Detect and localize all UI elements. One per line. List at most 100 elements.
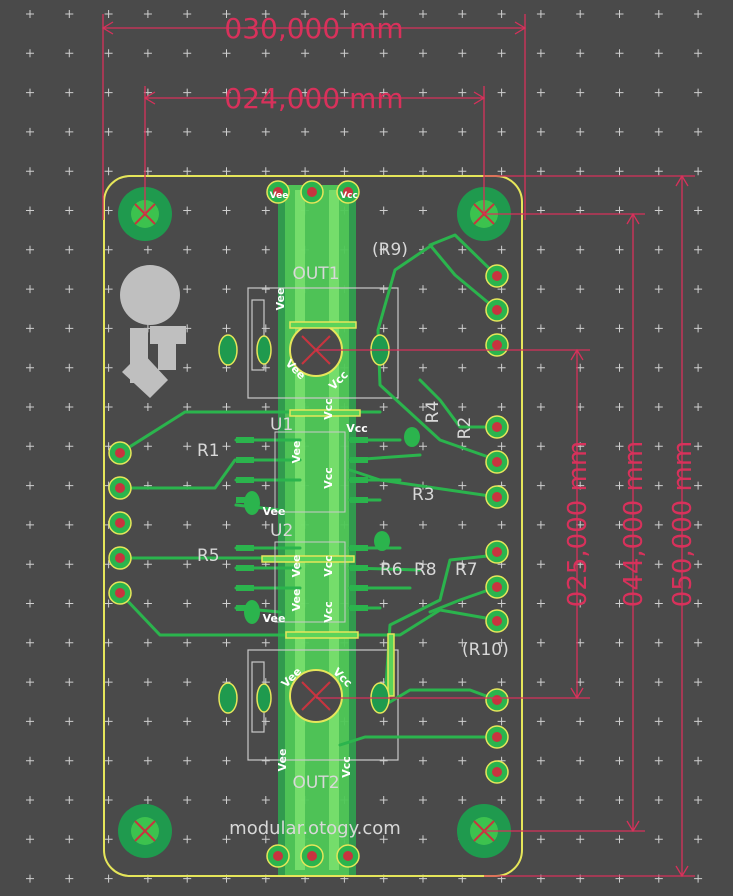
grid-cross <box>26 481 34 490</box>
grid-cross <box>536 638 545 647</box>
grid-cross <box>497 442 506 451</box>
grid-cross <box>458 403 467 411</box>
connector-pin-right <box>485 688 509 712</box>
grid-cross <box>104 285 113 294</box>
grid-cross <box>26 403 34 411</box>
grid-cross <box>694 127 703 136</box>
grid-cross <box>222 167 231 176</box>
grid-cross <box>183 245 192 254</box>
connector-pin-right <box>485 333 509 357</box>
grid-cross <box>615 835 624 844</box>
label-u1: U1 <box>270 415 293 435</box>
grid-cross <box>497 638 506 647</box>
grid-cross <box>419 835 427 844</box>
grid-cross <box>654 835 663 844</box>
grid-cross <box>654 403 663 411</box>
grid-cross <box>536 560 545 569</box>
grid-cross <box>26 245 34 254</box>
grid-cross <box>143 49 152 58</box>
grid-cross <box>183 363 192 372</box>
grid-cross <box>261 10 270 18</box>
silkscreen-labels: OUT1 OUT2 U1 U2 R1 R2 R3 R4 R5 R6 R8 R7 … <box>197 240 509 839</box>
ic-pad <box>236 437 254 443</box>
grid-cross <box>340 88 349 97</box>
grid-cross <box>379 560 388 569</box>
grid-cross <box>65 796 74 804</box>
grid-cross <box>104 678 113 687</box>
grid-cross <box>104 717 113 726</box>
jack-pin-top <box>300 180 324 204</box>
grid-cross <box>615 599 624 608</box>
grid-cross <box>379 127 388 136</box>
connector-pin-left <box>108 546 132 570</box>
grid-cross <box>615 796 624 804</box>
grid-cross <box>694 835 703 844</box>
grid-cross <box>458 756 467 765</box>
grid-cross <box>458 245 467 254</box>
label-r9: (R9) <box>372 240 408 260</box>
grid-cross <box>65 560 74 569</box>
grid-cross <box>261 363 270 372</box>
grid-cross <box>379 363 388 372</box>
grid-cross <box>536 678 545 687</box>
connector-pin-left <box>108 441 132 465</box>
grid-cross <box>694 520 703 529</box>
grid-cross <box>654 167 663 176</box>
grid-cross <box>576 717 585 726</box>
connector-pin-right <box>485 540 509 564</box>
grid-cross <box>536 49 545 58</box>
grid-cross <box>419 717 427 726</box>
grid-cross <box>104 363 113 372</box>
grid-cross <box>65 678 74 687</box>
grid-cross <box>694 599 703 608</box>
footer-url: modular.otogy.com <box>229 818 401 839</box>
label-out1: OUT1 <box>292 264 339 284</box>
grid-cross <box>654 717 663 726</box>
grid-cross <box>261 481 270 490</box>
grid-cross <box>419 403 427 411</box>
grid-cross <box>340 49 349 58</box>
grid-cross <box>654 206 663 215</box>
grid-cross <box>536 10 545 18</box>
grid-cross <box>576 796 585 804</box>
grid-cross <box>65 874 74 883</box>
grid-cross <box>26 520 34 529</box>
grid-cross <box>379 520 388 529</box>
grid-cross <box>183 560 192 569</box>
jack-pin-top <box>336 180 360 204</box>
grid-cross <box>654 49 663 58</box>
grid-cross <box>65 599 74 608</box>
ic-pad <box>350 605 368 611</box>
grid-cross <box>536 206 545 215</box>
grid-cross <box>65 363 74 372</box>
grid-cross <box>654 285 663 294</box>
grid-cross <box>694 874 703 883</box>
grid-cross <box>65 403 74 411</box>
net-vee: Vee <box>270 191 289 201</box>
grid-cross <box>104 874 113 883</box>
grid-cross <box>222 206 231 215</box>
grid-cross <box>222 835 231 844</box>
grid-cross <box>65 10 74 18</box>
label-r2: R2 <box>455 417 475 440</box>
grid-cross <box>65 638 74 647</box>
grid-cross <box>261 88 270 97</box>
grid-cross <box>65 245 74 254</box>
dim-width-inner: 024,000 mm <box>224 82 403 115</box>
grid-cross <box>222 796 231 804</box>
grid-cross <box>261 403 270 411</box>
grid-cross <box>536 245 545 254</box>
grid-cross <box>458 324 467 333</box>
grid-cross <box>183 796 192 804</box>
grid-cross <box>143 599 152 608</box>
grid-cross <box>536 796 545 804</box>
grid-cross <box>419 127 427 136</box>
grid-cross <box>458 285 467 294</box>
grid-cross <box>222 245 231 254</box>
connector-pin-right <box>485 264 509 288</box>
grid-cross <box>65 324 74 333</box>
grid-cross <box>26 599 34 608</box>
grid-cross <box>615 481 624 490</box>
ic-pad <box>350 545 368 551</box>
